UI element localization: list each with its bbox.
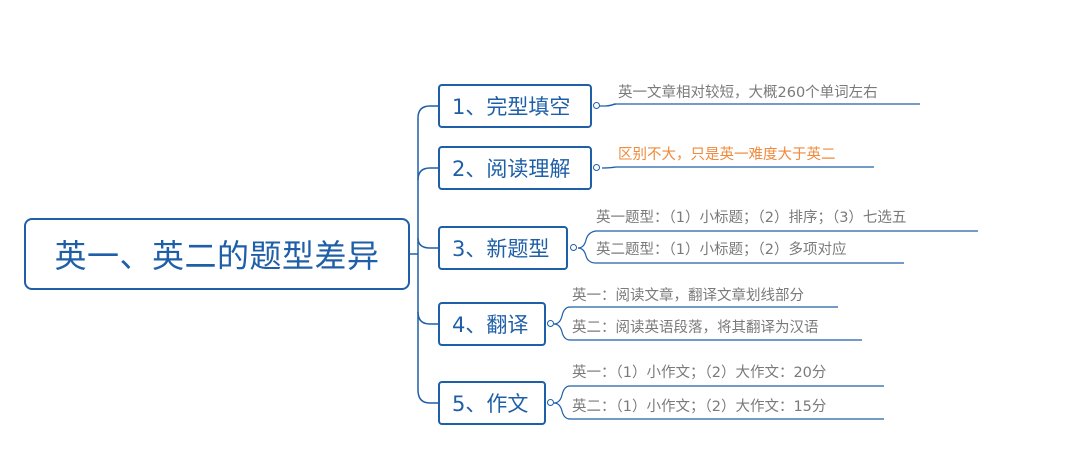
root-label: 英一、英二的题型差异 (54, 237, 380, 275)
branch-node-1[interactable]: 1、完型填空 (438, 84, 592, 128)
leaf-node[interactable]: 英一文章相对较短，大概260个单词左右 (618, 85, 878, 101)
leaf-node[interactable]: 英一：阅读文章，翻译文章划线部分 (572, 288, 804, 304)
branch-label: 3、新题型 (452, 237, 550, 261)
collapse-toggle-icon[interactable] (570, 244, 577, 251)
collapse-toggle-icon[interactable] (593, 164, 600, 171)
branch-node-5[interactable]: 5、作文 (438, 381, 546, 425)
leaf-node[interactable]: 英一题型：（1）小标题；（2）排序；（3）七选五 (596, 210, 907, 226)
leaf-node[interactable]: 英二：阅读英语段落，将其翻译为汉语 (572, 320, 819, 336)
leaf-node[interactable]: 英一：（1）小作文；（2）大作文：20分 (572, 365, 827, 381)
branch-label: 4、翻译 (452, 313, 529, 337)
leaf-node[interactable]: 区别不大，只是英一难度大于英二 (618, 147, 836, 163)
branch-label: 5、作文 (452, 392, 529, 416)
branch-node-4[interactable]: 4、翻译 (438, 302, 546, 346)
branch-node-3[interactable]: 3、新题型 (438, 226, 568, 270)
leaf-node[interactable]: 英二：（1）小作文；（2）大作文：15分 (572, 399, 827, 415)
root-node[interactable]: 英一、英二的题型差异 (24, 218, 410, 290)
collapse-toggle-icon[interactable] (547, 320, 554, 327)
branch-node-2[interactable]: 2、阅读理解 (438, 146, 592, 190)
branch-label: 1、完型填空 (452, 95, 571, 119)
leaf-node[interactable]: 英二题型：（1）小标题；（2）多项对应 (596, 242, 847, 258)
collapse-toggle-icon[interactable] (547, 399, 554, 406)
branch-label: 2、阅读理解 (452, 157, 571, 181)
collapse-toggle-icon[interactable] (593, 102, 600, 109)
